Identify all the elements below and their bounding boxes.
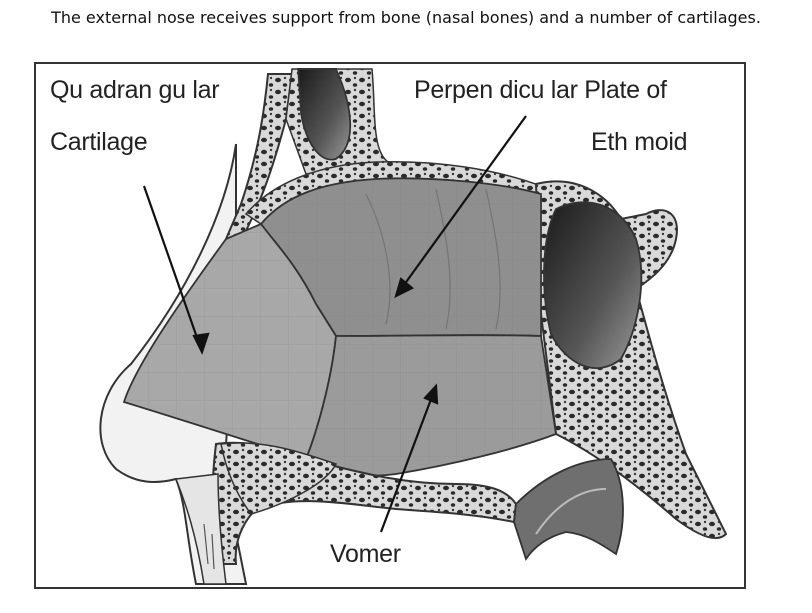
label-arrows	[142, 115, 527, 533]
soft-palate	[513, 458, 624, 562]
upper-lip	[174, 473, 227, 585]
label-vomer: Vomer	[330, 540, 401, 568]
label-quadrangular-line2: Cartilage	[50, 128, 148, 156]
label-perpendicular-line2: Eth moid	[591, 128, 688, 156]
label-perpendicular-line1: Perpen dicu lar Plate of	[414, 76, 667, 104]
figure-caption: The external nose receives support from …	[51, 8, 761, 27]
label-quadrangular-line1: Qu adran gu lar	[50, 76, 220, 104]
frontal-bone	[285, 68, 394, 175]
nasal-septum-diagram: Qu adran gu lar Cartilage Perpen dicu la…	[34, 62, 746, 589]
sphenoid-sinus	[543, 201, 643, 369]
premaxilla-bone	[220, 442, 338, 515]
nasal-septum-illustration	[99, 68, 728, 585]
